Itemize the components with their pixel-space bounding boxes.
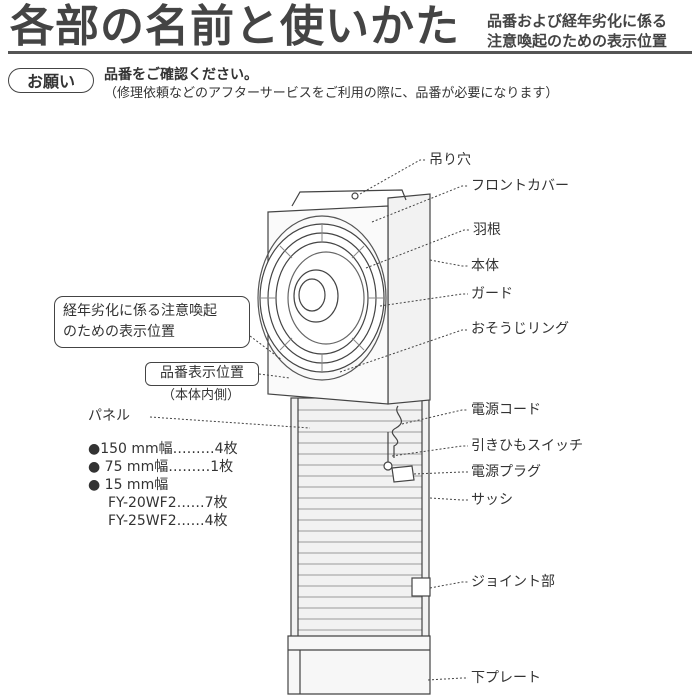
label-body: 本体: [471, 258, 499, 274]
title-divider: [8, 51, 692, 54]
hanging-hole: [351, 192, 359, 200]
label-bottom-plate: 下プレート: [471, 670, 541, 686]
label-guard: ガード: [471, 286, 513, 302]
leader-power-cord: [401, 409, 468, 425]
subtitle-line-1: 品番および経年劣化に係る: [487, 12, 668, 30]
power-plug: [391, 465, 415, 483]
page-subtitle: 品番および経年劣化に係る 注意喚起のための表示位置: [487, 11, 667, 51]
model-position-box: 品番表示位置: [145, 362, 259, 386]
label-joint: ジョイント部: [471, 574, 555, 590]
subtitle-line-2: 注意喚起のための表示位置: [487, 32, 668, 50]
label-power-plug: 電源プラグ: [471, 464, 541, 480]
label-panel: パネル: [88, 408, 130, 424]
model-position-sub: （本体内側）: [162, 388, 241, 403]
blade: [287, 251, 365, 345]
leader-panel: [149, 416, 311, 429]
page-title: 各部の名前と使いかた: [10, 1, 460, 52]
label-hanging-hole: 吊り穴: [429, 152, 471, 168]
label-cleaning-ring: おそうじリング: [471, 321, 569, 337]
joint-part: [411, 577, 431, 597]
fan-body: [387, 193, 431, 405]
leader-body: [429, 259, 468, 267]
panel-row-fy20: FY-20WF2……7枚: [108, 495, 228, 511]
leader-joint: [429, 581, 468, 589]
request-line-2: （修理依頼などのアフターサービスをご利用の際に、品番が必要になります）: [104, 86, 559, 101]
bottom-plate: [287, 635, 431, 695]
label-power-cord: 電源コード: [471, 402, 541, 418]
leader-blade: [365, 229, 470, 269]
panel-row-75: ● 75 mm幅………1枚: [88, 459, 234, 475]
leader-model: [258, 373, 291, 379]
power-cord: [391, 405, 402, 458]
request-line-1: 品番をご確認ください。: [104, 67, 258, 83]
leader-sash: [429, 497, 468, 501]
panel-count-list: ●150 mm幅………4枚 ● 75 mm幅………1枚 ● 15 mm幅 FY-…: [88, 440, 238, 530]
leader-front-cover: [371, 185, 468, 223]
leader-power-plug: [413, 471, 468, 475]
label-sash: サッシ: [471, 492, 513, 508]
leader-aging: [249, 335, 283, 361]
aging-note-line-1: 経年劣化に係る注意喚起: [63, 303, 217, 319]
panel-row-150: ●150 mm幅………4枚: [88, 441, 238, 457]
panel-row-15: ● 15 mm幅: [88, 477, 169, 493]
label-pull-switch: 引きひもスイッチ: [471, 438, 583, 454]
cleaning-ring: [257, 215, 387, 381]
aging-note-line-2: のための表示位置: [63, 324, 175, 340]
leader-bottom-plate: [427, 677, 468, 681]
leader-hanging-hole: [359, 159, 426, 195]
panel-row-fy25: FY-25WF2……4枚: [108, 513, 228, 529]
leader-cleaning-ring: [339, 329, 468, 373]
label-front-cover: フロントカバー: [471, 178, 569, 194]
label-blade: 羽根: [473, 222, 501, 238]
request-badge: お願い: [8, 68, 94, 93]
panel-slats: [298, 409, 422, 631]
aging-warning-position-box: 経年劣化に係る注意喚起 のための表示位置: [54, 296, 250, 348]
